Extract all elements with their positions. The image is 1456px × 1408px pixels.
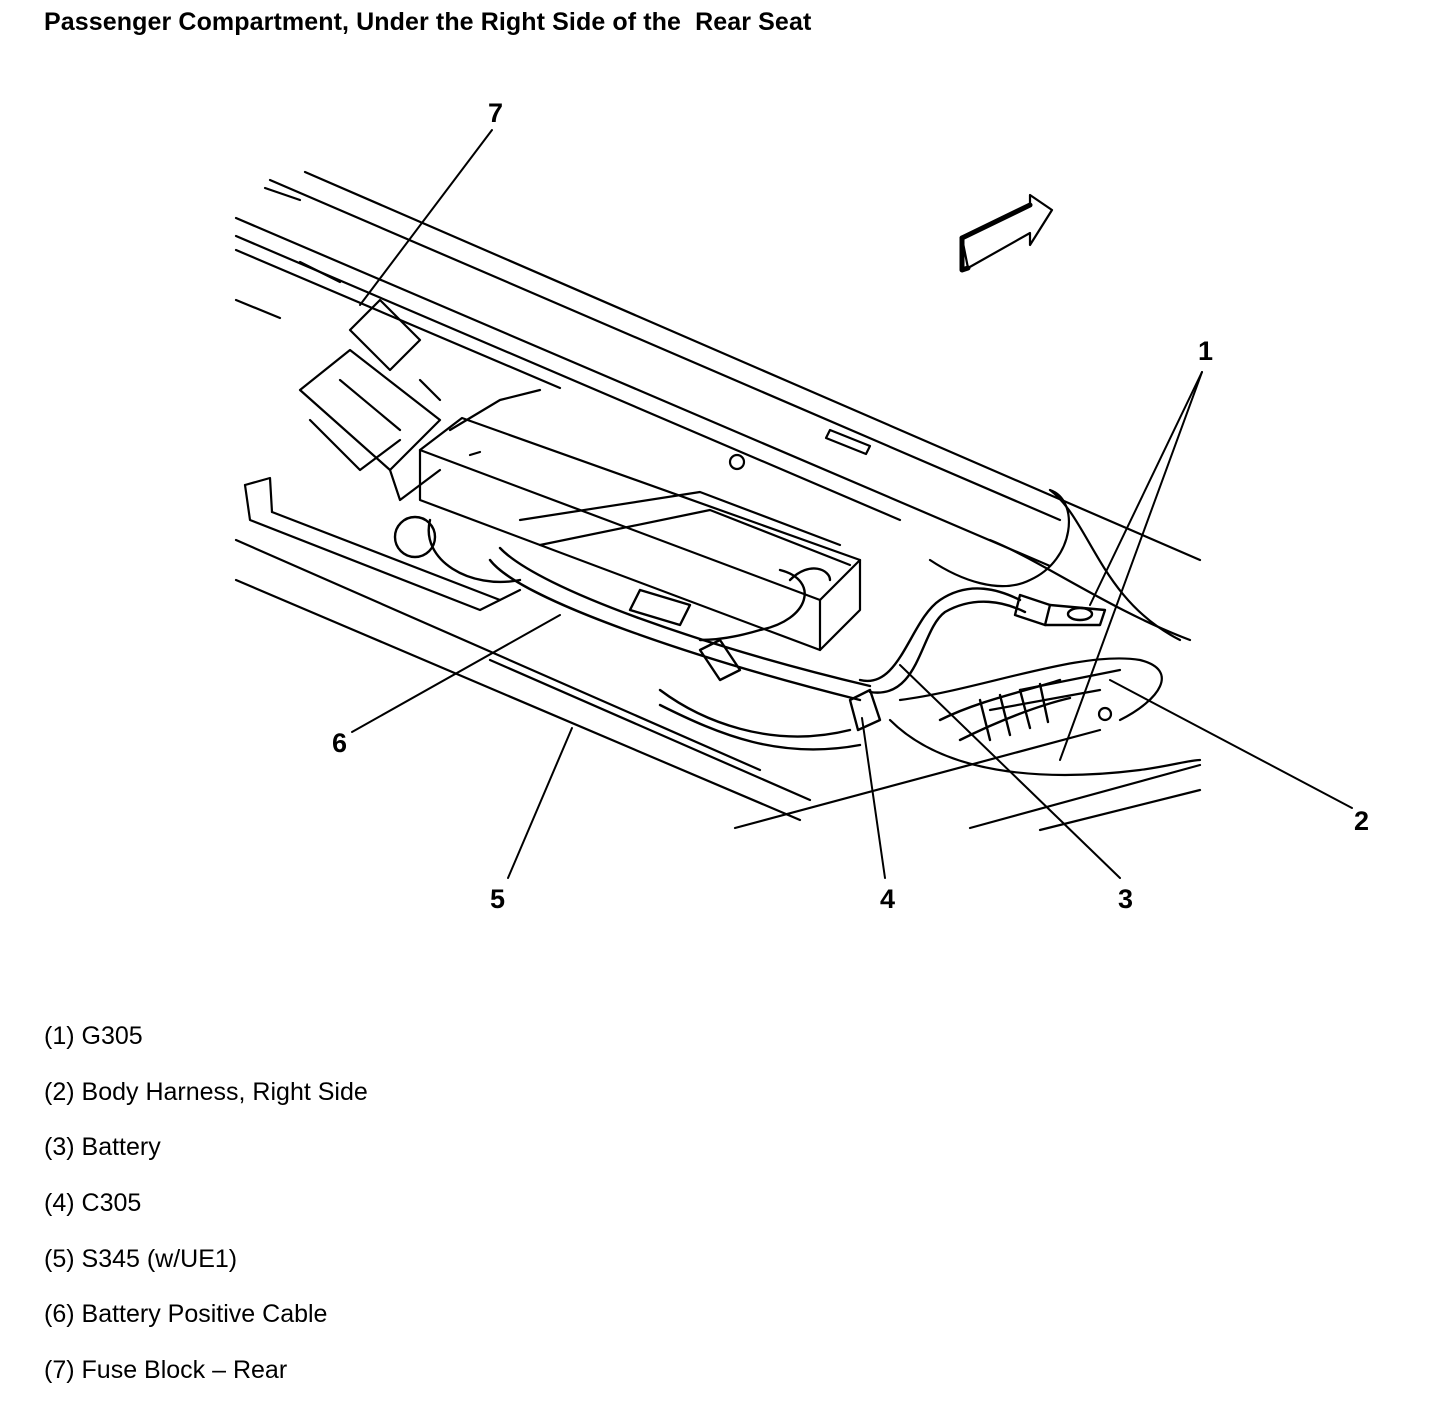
- legend-item: (2) Body Harness, Right Side: [44, 1074, 368, 1130]
- legend-text: Battery Positive Cable: [81, 1300, 328, 1329]
- callout-7: 7: [488, 98, 503, 128]
- legend-list: (1) G305 (2) Body Harness, Right Side (3…: [44, 1018, 368, 1408]
- legend-item: (7) Fuse Block – Rear: [44, 1352, 368, 1408]
- ground-cable: [858, 587, 1107, 694]
- legend-number: (4): [44, 1189, 75, 1218]
- battery-positive-cable: [393, 515, 872, 702]
- callout-2: 2: [1354, 806, 1369, 836]
- legend-number: (5): [44, 1244, 75, 1273]
- view-direction-arrow: [959, 193, 1054, 273]
- callout-labels: 7 1 2 3 4 5 6: [332, 98, 1369, 914]
- callout-1: 1: [1198, 336, 1213, 366]
- legend-text: G305: [81, 1022, 143, 1050]
- legend-number: (7): [44, 1356, 75, 1385]
- fuse-block-rear: [298, 298, 442, 502]
- leader-lines: [351, 129, 1353, 879]
- page-title: Passenger Compartment, Under the Right S…: [44, 8, 812, 36]
- battery-tray: [243, 476, 522, 612]
- legend-number: (1): [44, 1022, 75, 1050]
- legend-item: (4) C305: [44, 1185, 368, 1241]
- legend-item: (3) Battery: [44, 1129, 368, 1185]
- legend-item: (1) G305: [44, 1018, 368, 1074]
- legend-item: (5) S345 (w/UE1): [44, 1241, 368, 1297]
- legend-text: Body Harness, Right Side: [81, 1077, 368, 1106]
- legend-text: C305: [81, 1189, 142, 1218]
- body-harness: [658, 638, 1072, 751]
- legend-number: (3): [44, 1133, 75, 1162]
- legend-item: (6) Battery Positive Cable: [44, 1296, 368, 1352]
- legend-number: (2): [44, 1077, 75, 1106]
- callout-5: 5: [490, 884, 505, 914]
- component-locator-diagram: 7 1 2 3 4 5 6: [234, 98, 1369, 914]
- legend-number: (6): [44, 1300, 75, 1329]
- legend-text: Fuse Block – Rear: [81, 1356, 288, 1385]
- legend-text: Battery: [81, 1133, 161, 1162]
- legend-text: S345 (w/UE1): [81, 1244, 238, 1273]
- callout-6: 6: [332, 728, 347, 758]
- floor-contour: [888, 488, 1202, 777]
- callout-3: 3: [1118, 884, 1133, 914]
- callout-4: 4: [880, 884, 895, 914]
- battery-body: [418, 388, 862, 652]
- seat-frame-lines: [234, 170, 1202, 832]
